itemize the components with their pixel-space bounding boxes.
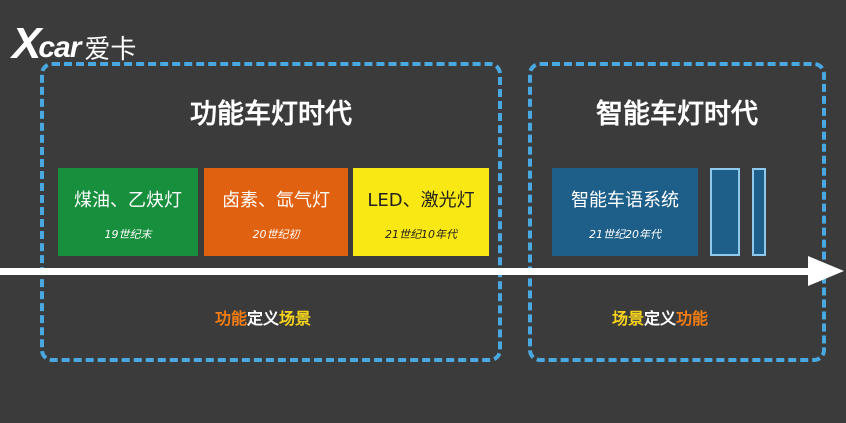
logo-car-text: car xyxy=(38,31,81,64)
motto-word: 功能 xyxy=(676,309,709,328)
smart-era-title: 智能车灯时代 xyxy=(596,99,758,130)
smart-era-box: 智能车灯时代 xyxy=(528,62,826,362)
motto-word: 定义 xyxy=(644,309,677,328)
timeline-arrow-icon xyxy=(808,256,844,286)
stage-halogen-xenon: 卤素、氙气灯 20世纪初 xyxy=(204,168,348,256)
stage-name: 卤素、氙气灯 xyxy=(222,190,330,211)
stage-name: LED、激光灯 xyxy=(367,190,475,211)
stage-period: 21世纪20年代 xyxy=(589,228,661,241)
functional-era-title: 功能车灯时代 xyxy=(190,99,352,130)
future-stage-bar xyxy=(710,168,740,256)
stage-name: 煤油、乙炔灯 xyxy=(74,190,182,211)
stage-period: 20世纪初 xyxy=(252,228,300,241)
stage-name: 智能车语系统 xyxy=(571,190,679,211)
future-stage-bar xyxy=(752,168,766,256)
stage-led-laser: LED、激光灯 21世纪10年代 xyxy=(353,168,489,256)
motto-word: 定义 xyxy=(247,309,280,328)
stage-period: 19世纪末 xyxy=(104,228,152,241)
stage-period: 21世纪10年代 xyxy=(385,228,457,241)
motto-word: 场景 xyxy=(279,309,312,328)
motto-word: 场景 xyxy=(612,309,645,328)
timeline-line xyxy=(0,268,812,275)
functional-era-motto: 功能定义场景 xyxy=(215,305,311,329)
logo-chinese-text: 爱卡 xyxy=(84,34,137,65)
smart-era-motto: 场景定义功能 xyxy=(612,305,708,329)
functional-era-box: 功能车灯时代 xyxy=(40,62,502,362)
motto-word: 功能 xyxy=(215,309,248,328)
xcar-logo: X car 爱卡 xyxy=(12,22,136,66)
logo-x-mark: X xyxy=(12,19,41,68)
stage-kerosene-acetylene: 煤油、乙炔灯 19世纪末 xyxy=(58,168,198,256)
stage-smart-language-system: 智能车语系统 21世纪20年代 xyxy=(552,168,698,256)
